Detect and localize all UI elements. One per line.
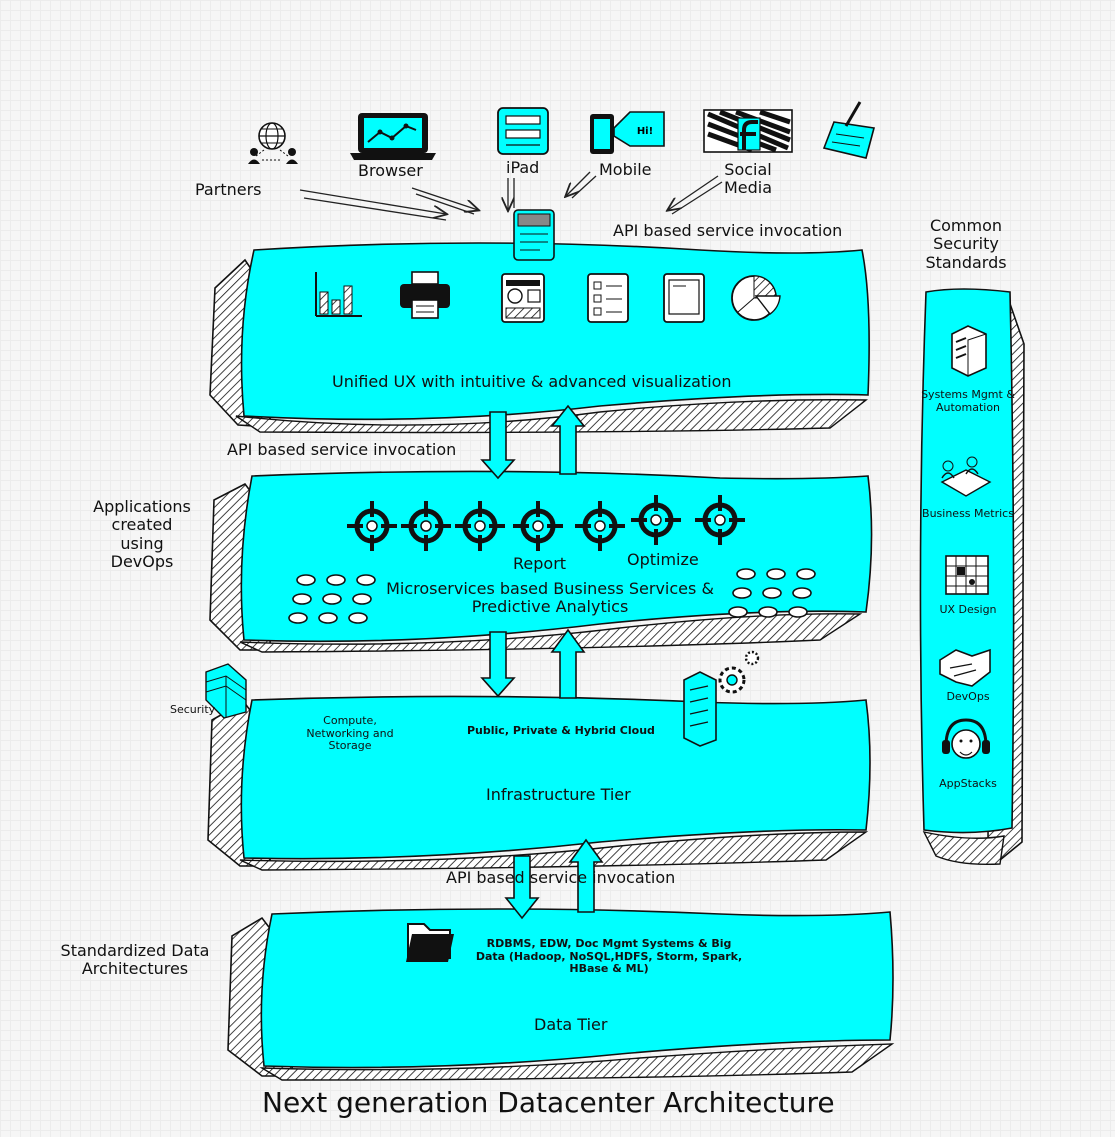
business-metrics-people-icon [940, 456, 992, 497]
services-tier-label: Microservices based Business Services & … [386, 579, 714, 617]
ux-tier-slab [209, 242, 870, 434]
service-target-icons [347, 495, 745, 551]
service-dot [796, 568, 816, 580]
security-item-appstacks: AppStacks [939, 777, 997, 790]
checklist-icon [587, 273, 629, 323]
service-dot [288, 612, 308, 624]
security-column-heading: Common Security Standards [925, 216, 1007, 272]
devops-handshake-icon [939, 648, 991, 687]
service-dot [356, 574, 376, 586]
data-side-note: Standardized Data Architectures [60, 941, 210, 979]
target-icon [401, 501, 451, 551]
browser-label: Browser [358, 161, 423, 180]
ux-tier-label: Unified UX with intuitive & advanced vis… [332, 372, 732, 391]
service-dot [728, 606, 748, 618]
service-dot [326, 574, 346, 586]
flow-arrows [480, 404, 604, 920]
service-dot [352, 593, 372, 605]
target-icon [575, 501, 625, 551]
service-dot [322, 593, 342, 605]
service-dot [732, 587, 752, 599]
service-dot [758, 606, 778, 618]
partners-label: Partners [195, 180, 262, 199]
devops-side-note: Applications created using DevOps [93, 497, 191, 572]
services-tier-slab [209, 470, 873, 653]
server-rack-icon [683, 671, 717, 747]
ipad-label: iPad [506, 158, 540, 177]
service-dot-clusters [288, 568, 816, 624]
mobile-label: Mobile [599, 160, 652, 179]
service-dot [762, 587, 782, 599]
compute-label: Compute, Networking and Storage [306, 714, 394, 753]
service-dot [292, 593, 312, 605]
mobile-screen-text: Hi! [637, 126, 653, 137]
security-item-devops: DevOps [946, 690, 990, 703]
pie-chart-icon [731, 275, 781, 321]
service-dot [736, 568, 756, 580]
data-details-label: RDBMS, EDW, Doc Mgmt Systems & Big Data … [475, 937, 743, 976]
target-icon [347, 501, 397, 551]
security-item-business-metrics: Business Metrics [922, 507, 1014, 520]
social-media-icon [703, 109, 793, 153]
target-icon [513, 501, 563, 551]
ux-design-calendar-icon [945, 555, 989, 595]
security-item-systems: Systems Mgmt & Automation [921, 388, 1015, 414]
browser-laptop-icon [350, 113, 436, 160]
service-dot [318, 612, 338, 624]
social-media-label: Social Media [723, 160, 773, 198]
dashboard-icon [501, 273, 545, 323]
optimize-label: Optimize [627, 550, 699, 569]
appstacks-headset-icon [942, 718, 990, 759]
partners-icon [248, 122, 298, 164]
ipad-icon [497, 107, 549, 155]
gears-icon [718, 650, 760, 694]
cloud-label: Public, Private & Hybrid Cloud [467, 724, 655, 737]
service-dot [792, 587, 812, 599]
report-label: Report [513, 554, 567, 573]
client-request-arrows [299, 171, 723, 221]
service-dot [788, 606, 808, 618]
target-icon [695, 495, 745, 545]
infrastructure-tier-label: Infrastructure Tier [486, 785, 631, 804]
api-invocation-label-middle: API based service invocation [227, 440, 457, 459]
service-dot [348, 612, 368, 624]
service-dot [296, 574, 316, 586]
diagram-title: Next generation Datacenter Architecture [262, 1086, 835, 1119]
security-item-ux-design: UX Design [939, 603, 997, 616]
signing-document-icon [822, 101, 876, 159]
target-icon [455, 501, 505, 551]
target-icon [631, 495, 681, 545]
api-gateway-phone-icon [513, 209, 555, 261]
systems-server-icon [951, 325, 987, 377]
data-tier-slab [227, 908, 895, 1081]
service-dot [766, 568, 786, 580]
api-invocation-label-bottom: API based service invocation [446, 868, 676, 887]
firewall-icon [205, 663, 247, 719]
bar-chart-icon [315, 272, 362, 317]
folder-icon [406, 923, 454, 962]
printer-icon [400, 271, 450, 319]
mobile-icon: Hi! [590, 111, 665, 154]
api-invocation-label-top: API based service invocation [613, 221, 843, 240]
security-label: Security [170, 703, 216, 716]
data-tier-label: Data Tier [534, 1015, 608, 1034]
document-icon [663, 273, 705, 323]
